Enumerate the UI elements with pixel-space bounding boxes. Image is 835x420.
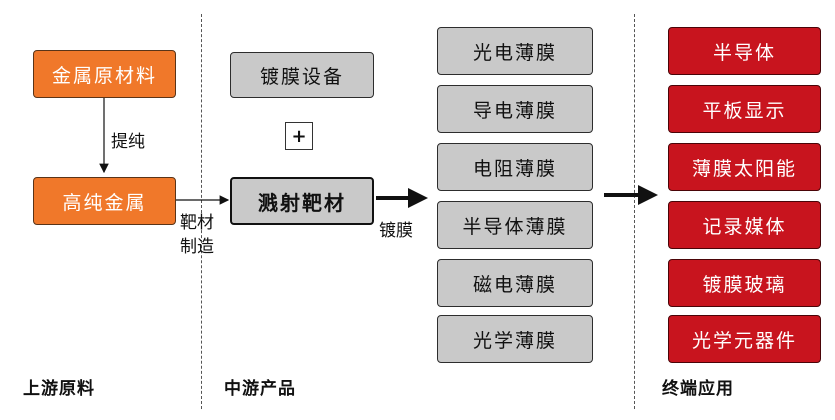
film-item: 光学薄膜	[437, 315, 593, 363]
plus-sign: +	[285, 122, 313, 150]
film-item: 磁电薄膜	[437, 259, 593, 307]
coating-equipment-box: 镀膜设备	[230, 52, 374, 98]
footer-midstream: 中游产品	[224, 379, 296, 399]
film-item: 电阻薄膜	[437, 143, 593, 191]
target-making-label-line2: 制造	[180, 237, 214, 257]
footer-upstream: 上游原料	[23, 379, 95, 399]
film-item: 半导体薄膜	[437, 201, 593, 249]
application-item: 半导体	[668, 27, 821, 75]
divider-midstream-downstream	[634, 14, 635, 409]
application-item: 镀膜玻璃	[668, 259, 821, 307]
application-item: 光学元器件	[668, 315, 821, 363]
film-item: 导电薄膜	[437, 85, 593, 133]
target-making-label-line1: 靶材	[180, 213, 214, 233]
high-purity-metal-box: 高纯金属	[33, 177, 176, 225]
purify-label: 提纯	[111, 132, 145, 152]
coating-label: 镀膜	[379, 221, 413, 241]
divider-upstream-midstream	[201, 14, 202, 409]
application-item: 薄膜太阳能	[668, 143, 821, 191]
raw-material-box: 金属原材料	[33, 50, 176, 98]
footer-downstream: 终端应用	[662, 379, 734, 399]
film-item: 光电薄膜	[437, 27, 593, 75]
application-item: 记录媒体	[668, 201, 821, 249]
application-item: 平板显示	[668, 85, 821, 133]
sputtering-target-box: 溅射靶材	[230, 177, 374, 225]
